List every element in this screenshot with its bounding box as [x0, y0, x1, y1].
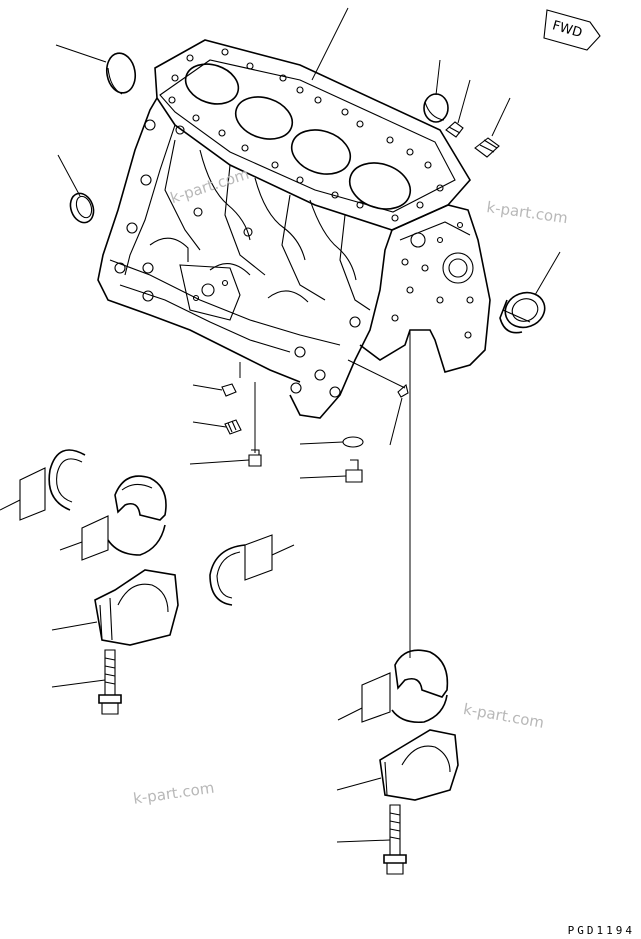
- fwd-label: FWD: [550, 18, 583, 41]
- cap-bolt-left: [98, 649, 122, 715]
- drain-plug: [248, 449, 262, 467]
- cylinder-block: [97, 39, 491, 419]
- thrust-washer-left: [19, 449, 86, 521]
- pipe-plug-2: [224, 419, 242, 435]
- rear-oil-seal: [499, 291, 546, 334]
- drawing-code: PGD1194: [567, 924, 635, 937]
- seal-ring: [69, 192, 95, 224]
- thrust-washer-mid: [209, 534, 273, 606]
- expansion-plug: [105, 52, 137, 95]
- fwd-arrow-icon: FWD: [543, 9, 601, 51]
- cap-bolt-right: [383, 804, 407, 875]
- main-bearing-cap: [94, 569, 179, 646]
- small-plug-2: [474, 137, 500, 158]
- main-bearing-cap-right: [379, 729, 459, 801]
- leader-lines: [0, 7, 561, 843]
- pipe-plug-1: [221, 383, 237, 397]
- main-bearing-upper: [81, 475, 167, 561]
- union-bolt: [345, 459, 363, 483]
- washer: [342, 436, 364, 448]
- plug-right: [423, 93, 449, 123]
- small-plug-1: [445, 121, 464, 138]
- main-bearing-right: [361, 649, 449, 724]
